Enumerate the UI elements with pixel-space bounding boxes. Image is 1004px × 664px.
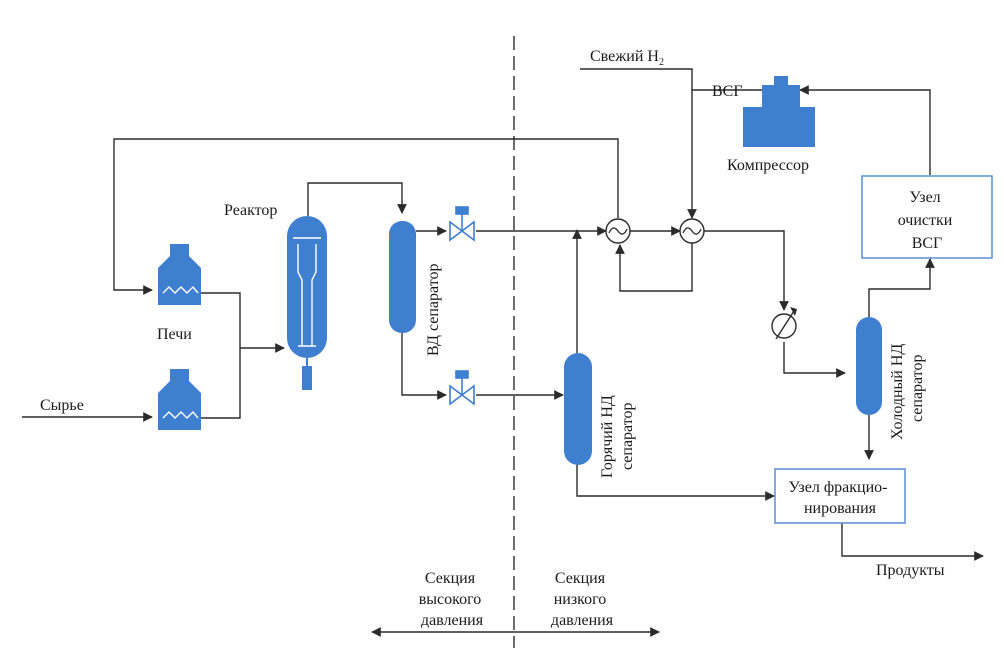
- heat-exchanger-icon: [605, 218, 631, 244]
- heat-exchanger-icon: [679, 218, 705, 244]
- reactor-icon: [287, 216, 327, 390]
- furnaces-label: Печи: [157, 326, 192, 343]
- cold-lp-separator-label: Холодный НД сепаратор: [889, 340, 926, 440]
- valve-icon: [449, 206, 475, 242]
- fractionation-label: Узел фракцио- нирования: [788, 479, 891, 517]
- hp-section-label: Секция высокого давления: [419, 570, 486, 629]
- compressor-icon: [743, 76, 815, 147]
- separator-icon: [856, 317, 882, 415]
- fresh-h2-label: Свежий H2: [590, 48, 664, 68]
- vsg-label: ВСГ: [712, 83, 743, 100]
- hot-lp-separator-label: Горячий НД сепаратор: [599, 391, 636, 478]
- compressor-label: Компрессор: [727, 157, 809, 174]
- furnace-icon: [158, 369, 201, 430]
- fractionation-box: [774, 468, 906, 524]
- separator-icon: [389, 221, 416, 333]
- lp-section-label: Секция низкого давления: [551, 570, 614, 629]
- gas-cleaning-box: [861, 175, 993, 259]
- furnace-icon: [158, 244, 201, 305]
- cooler-icon: [771, 307, 797, 340]
- separator-icon: [564, 353, 592, 465]
- products-label: Продукты: [876, 562, 945, 579]
- valve-icon: [449, 370, 475, 406]
- flow-lines: [22, 68, 984, 637]
- reactor-label: Реактор: [224, 202, 277, 219]
- hp-separator-label: ВД сепаратор: [425, 263, 442, 356]
- feed-label: Сырье: [40, 397, 84, 414]
- gas-cleaning-label: Узел очистки ВСГ: [898, 189, 957, 252]
